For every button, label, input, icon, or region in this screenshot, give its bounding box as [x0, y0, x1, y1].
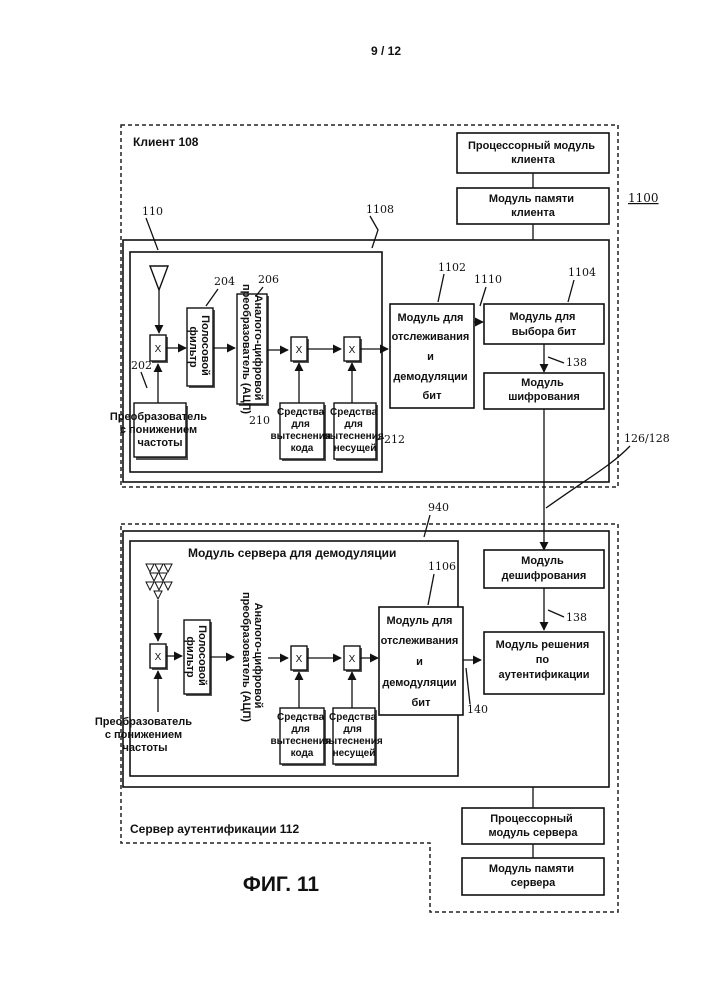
- ref-202: 202: [131, 359, 152, 372]
- client-mixer-2-symbol: X: [296, 345, 303, 356]
- ref-204: 204: [214, 275, 235, 288]
- server-mixer-1-symbol: X: [155, 652, 162, 663]
- figure-caption: ФИГ. 11: [243, 873, 319, 896]
- client-antenna-icon: [150, 266, 168, 290]
- ref-1102: 1102: [438, 261, 466, 274]
- server-antenna-array-icon: [146, 564, 172, 599]
- ref-940: 940: [428, 501, 449, 514]
- ref-210: 210: [249, 414, 270, 427]
- ref-1104: 1104: [568, 266, 596, 279]
- ref-126-128: 126/128: [624, 432, 670, 445]
- client-processor-module: [457, 133, 609, 173]
- ref-212: 212: [384, 433, 405, 446]
- ref-140: 140: [467, 703, 488, 716]
- page-number: 9 / 12: [371, 44, 401, 58]
- ref-138b: 138: [566, 611, 587, 624]
- server-mixer-3-symbol: X: [349, 654, 356, 665]
- server-downconverter-label: Преобразователь с понижением частоты: [95, 716, 195, 754]
- ref-110: 110: [142, 205, 163, 218]
- ref-1110: 1110: [474, 273, 502, 286]
- client-title: Клиент 108: [133, 135, 199, 149]
- ref-1100: 1100: [628, 191, 659, 205]
- server-adc-label: Аналого-цифровой преобразователь (АЦП): [240, 592, 264, 722]
- server-demod-title: Модуль сервера для демодуляции: [188, 546, 396, 560]
- client-bit-select-module: [484, 304, 604, 344]
- server-mixer-2-symbol: X: [296, 654, 303, 665]
- ref-1106: 1106: [428, 560, 456, 573]
- ref-1108: 1108: [366, 203, 394, 216]
- client-mixer-1-symbol: X: [155, 344, 162, 355]
- ref-206: 206: [258, 273, 279, 286]
- client-downconverter-label: Преобразователь с понижением частоты: [110, 411, 210, 449]
- client-mixer-3-symbol: X: [349, 345, 356, 356]
- ref-138a: 138: [566, 356, 587, 369]
- server-title: Сервер аутентификации 112: [130, 822, 299, 836]
- client-adc-label: Аналого-цифровой преобразователь (АЦП): [240, 284, 264, 414]
